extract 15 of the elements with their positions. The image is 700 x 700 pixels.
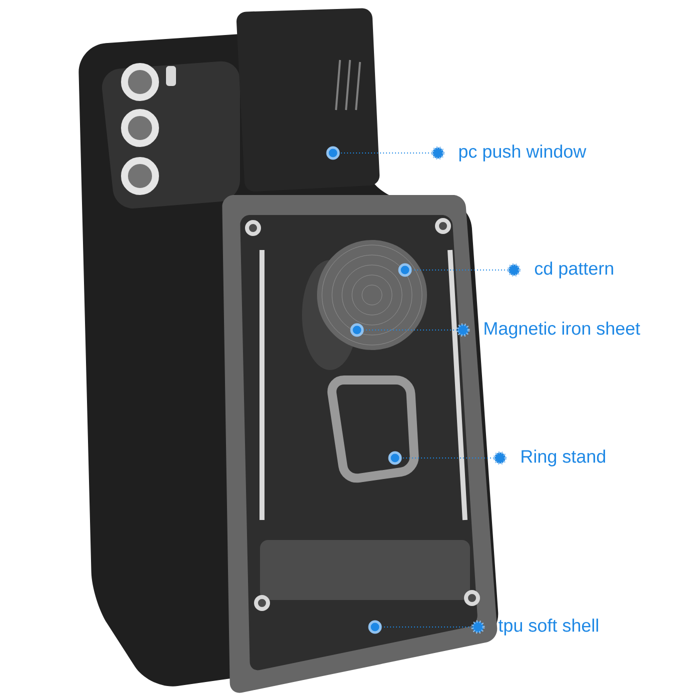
leader-line xyxy=(411,263,521,277)
leader-line xyxy=(363,323,470,337)
leader-line xyxy=(339,146,445,160)
callout-label: Magnetic iron sheet xyxy=(484,322,640,338)
callout-label: cd pattern xyxy=(534,262,614,278)
callout-label: tpu soft shell xyxy=(498,618,598,636)
callout-label: Ring stand xyxy=(522,450,606,466)
target-dot xyxy=(398,263,412,277)
target-dot xyxy=(350,323,364,337)
target-dot xyxy=(368,620,382,634)
target-dot xyxy=(388,451,402,465)
callout-label: pc push window xyxy=(459,144,586,162)
target-dot xyxy=(326,146,340,160)
leader-line xyxy=(401,451,507,465)
leader-line xyxy=(381,620,485,634)
